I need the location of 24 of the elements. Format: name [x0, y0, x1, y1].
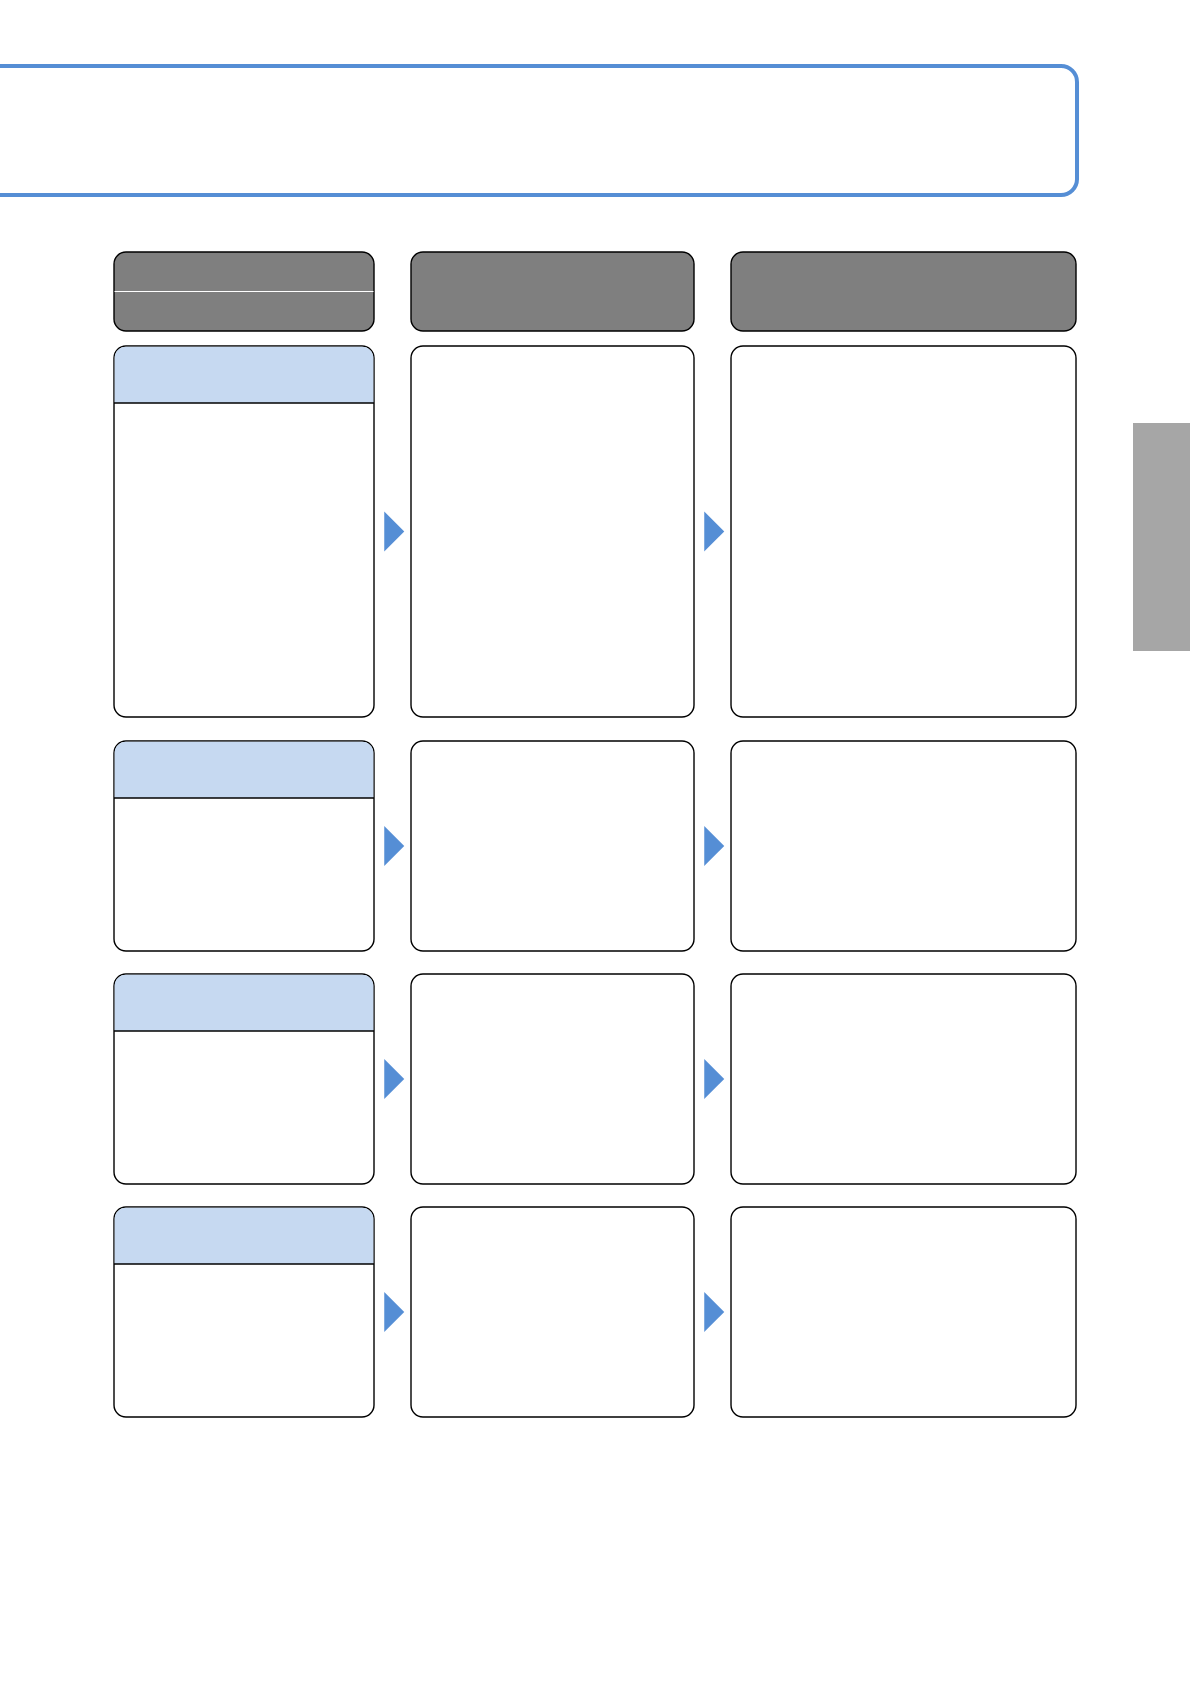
header-band [113, 741, 375, 799]
content-box [730, 973, 1077, 1185]
arrow [384, 826, 405, 866]
title-frame [0, 64, 1079, 197]
content-box [730, 740, 1077, 952]
arrow [704, 1059, 725, 1099]
arrow [384, 1059, 405, 1099]
arrow [704, 511, 725, 552]
arrow [704, 1292, 725, 1332]
header-bar [410, 251, 695, 332]
arrow [384, 1292, 405, 1332]
header-bar [113, 251, 375, 332]
content-box [730, 1206, 1077, 1418]
header-bar [730, 251, 1077, 332]
arrow [704, 826, 725, 866]
header-band [113, 346, 375, 404]
content-box [410, 740, 695, 952]
arrow [384, 511, 405, 552]
content-box [730, 345, 1077, 718]
header-band [113, 974, 375, 1032]
header-band [113, 1207, 375, 1265]
content-box [410, 345, 695, 718]
content-box [410, 1206, 695, 1418]
content-box [410, 973, 695, 1185]
